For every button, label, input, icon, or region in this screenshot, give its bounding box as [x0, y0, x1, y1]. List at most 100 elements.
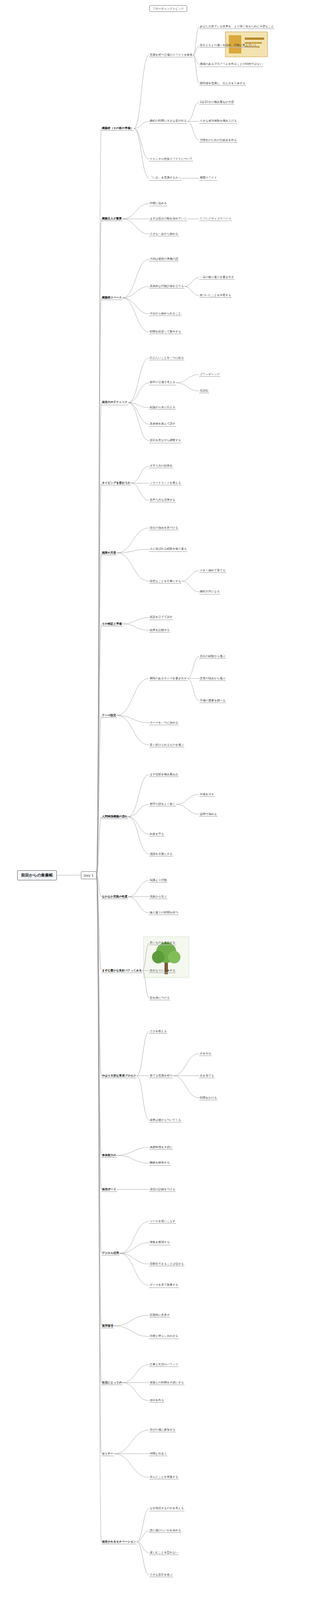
branch-line: [122, 298, 150, 315]
subtopic: 知識より行動: [149, 879, 168, 885]
detail-topic: 継続が力になる: [199, 590, 221, 595]
topic-text: 生活にとっての: [101, 1382, 122, 1387]
detail-topic: 市場の需要を調べる: [199, 699, 226, 705]
topic-text: 音声入力も活用する: [149, 498, 176, 503]
branch-line: [122, 1384, 150, 1385]
topic-text: 相手の話をよく聴く: [149, 803, 176, 807]
subtopic: 振り返りの時間を持つ: [149, 911, 179, 917]
topic-text: やはり大切な育成プロセス: [101, 1075, 137, 1079]
branch-line: [187, 219, 200, 220]
subtopic: なぜ発信するのかを考える: [149, 1508, 185, 1514]
branch-line: [175, 375, 200, 384]
topic-text: 継続が力になる: [199, 590, 220, 594]
topic-text: 時間をかける: [199, 1097, 217, 1101]
topic-text: 小さな一歩から始める: [149, 232, 179, 236]
topic-text: 自分の強みを見つける: [149, 526, 179, 530]
topic-text: 言語化: [199, 389, 209, 393]
branch-line: [128, 403, 150, 442]
detail-topic: ブランディング: [199, 372, 221, 378]
branch-line: [173, 1077, 200, 1100]
detail-topic: 1日10分の積み重ねが大切: [199, 100, 235, 105]
topic-text: 土台を整える: [149, 1030, 167, 1035]
branch-line: [113, 1455, 150, 1457]
topic-text: 発信の記録をつける: [149, 1189, 176, 1193]
tree-image: [143, 938, 189, 980]
branch-line: [96, 553, 102, 877]
topic-text: テーマを一つに決める: [149, 721, 179, 726]
topic-text: 今日から始められること: [149, 311, 182, 316]
topic-text: あなたが見ている世界を、より深く知るために大切なこと: [199, 24, 274, 28]
branch-line: [113, 1456, 150, 1480]
topic-text: データを見て改善する: [149, 1284, 179, 1289]
topic-text: 体調管理を大切に: [149, 1147, 173, 1151]
branch-line: [181, 178, 200, 179]
detail-topic: 小さく始めて育てる: [199, 569, 226, 574]
subtopic: 自分の強みを見つける: [149, 526, 179, 532]
topic-text: 期待値を意識し、伝え方を工夫する: [199, 81, 246, 85]
main-topic: まず心豊かな良好パクってみる: [101, 969, 143, 975]
branch-line: [122, 1366, 150, 1385]
subtopic: 仕事と生活のバランス: [149, 1364, 179, 1369]
branch-line: [96, 483, 102, 877]
topic-text: 睡眠を確保する: [149, 1162, 170, 1166]
detail-topic: リフレクティブスペース: [199, 216, 232, 222]
main-topic: やはり大切な育成プロセス: [101, 1075, 137, 1080]
detail-topic: 時間をかける: [199, 1097, 218, 1103]
topic-text: 自分なりに工夫する: [149, 969, 176, 974]
floating-topic: フローティングトピック: [149, 5, 188, 12]
subtopic: 仮説を立てて試す: [149, 615, 174, 621]
main-topic: 無限の天使: [101, 551, 117, 557]
branch-line: [136, 1077, 150, 1122]
branch-line: [187, 121, 200, 122]
branch-line: [136, 1511, 150, 1545]
branch-line: [122, 219, 150, 220]
topic-text: 目標に込める: [149, 201, 167, 205]
detail-topic: 自分と人との違いを認め、行動に変えていく: [199, 43, 258, 48]
branch-line: [122, 298, 150, 333]
topic-text: 家族との時間を大切にする: [149, 1382, 184, 1387]
topic-text: なぜ発信するのかを考える: [149, 1508, 184, 1512]
topic-text: タイピングを使おうか: [101, 481, 131, 485]
topic-text: 読者の悩みから選ぶ: [199, 677, 226, 681]
topic-text: 価値のあるプログラムを作ることが目的ではない: [199, 62, 263, 66]
subtopic: まず信頼を積み重ねる: [149, 773, 179, 779]
topic-text: 伝えたいことを一つに絞る: [149, 356, 184, 360]
branch-line: [173, 1055, 200, 1078]
topic-text: ツールを使いこなす: [149, 1221, 176, 1225]
topic-text: 構築主人が重要: [101, 216, 122, 221]
subtopic: ツールを使いこなす: [149, 1221, 176, 1226]
subtopic: 「いざ」を意識する人へ: [149, 175, 182, 181]
main-topic: その検証と準備: [101, 622, 123, 628]
detail-topic: 読者の悩みから選ぶ: [199, 677, 226, 682]
topic-text: 小さく始めて育てる: [199, 569, 226, 573]
image-frame: [143, 938, 189, 980]
subtopic: 成果は後からついてくる: [149, 1119, 182, 1125]
main-topic: 身体能力の: [101, 1154, 117, 1160]
branch-line: [175, 383, 200, 392]
branch-line: [133, 121, 150, 129]
detail-topic: 一日の振り返りを書き出す: [199, 275, 235, 281]
branch-line: [133, 128, 150, 179]
topic-text: デジタル活用: [101, 1252, 119, 1257]
detail-topic: 習慣化のための仕組みを作る: [199, 138, 238, 143]
branch-line: [113, 1328, 150, 1339]
subtopic: 具体例を添えて話す: [149, 422, 176, 427]
branch-line: [128, 383, 150, 404]
subtopic: 学びの場に参加する: [149, 1429, 176, 1435]
topic-text: 結果を記録する: [149, 629, 170, 633]
branch-line: [136, 1076, 150, 1078]
detail-topic: 価値のあるプログラムを作ることが目的ではない: [199, 62, 263, 67]
branch-line: [96, 128, 102, 877]
topic-text: 今回は最初の準備の話: [149, 257, 179, 261]
subtopic: 相手の立場で考える: [149, 380, 176, 386]
branch-line: [128, 897, 150, 899]
topic-text: 発信ボード: [101, 1189, 117, 1193]
subtopic: 継続の時間に大きな差が出る: [149, 118, 188, 124]
topic-text: 誰に届けたいかを決める: [149, 1530, 182, 1535]
branch-line: [122, 618, 150, 625]
branch-line: [130, 466, 150, 484]
subtopic: 土台を整える: [149, 1030, 168, 1036]
subtopic: 得意なことを仕事にする: [149, 580, 182, 585]
